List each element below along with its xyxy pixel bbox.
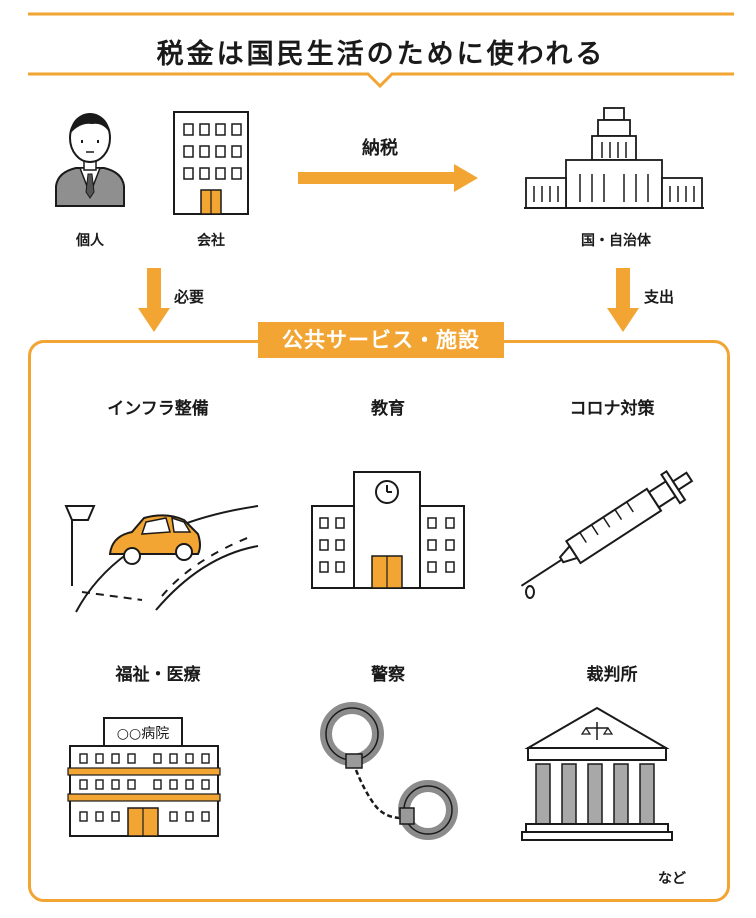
page-title: 税金は国民生活のために使われる [156,39,606,70]
service-label-covid: コロナ対策 [569,399,655,419]
expenditure-arrow [607,268,639,332]
company-building-icon [173,111,249,215]
road-car-icon [64,505,259,613]
syringe-icon [520,469,694,599]
services-heading: 公共サービス・施設 [258,322,504,358]
tax-payment-arrow [298,164,478,192]
handcuffs-icon [320,702,458,840]
required-arrow [138,268,170,332]
hospital-sign-text: ○○病院 [117,726,169,742]
tax-payment-label: 納税 [362,138,398,159]
hospital-building-icon: ○○病院 [67,717,221,837]
title-frame [28,12,734,89]
service-label-welfare-medical: 福祉・医療 [115,665,201,685]
required-label: 必要 [174,288,205,306]
service-label-court: 裁判所 [586,665,638,685]
etc-label: など [658,871,686,887]
school-building-icon [311,471,465,589]
government-building-icon [524,107,704,209]
company-label: 会社 [197,233,225,249]
service-label-education: 教育 [371,399,405,419]
person-icon [55,113,125,207]
title-banner: 税金は国民生活のために使われる [28,12,734,89]
expenditure-label: 支出 [644,288,675,306]
person-label: 個人 [76,233,104,249]
courthouse-icon [521,706,673,841]
government-label: 国・自治体 [581,233,651,249]
service-label-infrastructure: インフラ整備 [107,399,209,419]
service-label-police: 警察 [371,665,405,685]
